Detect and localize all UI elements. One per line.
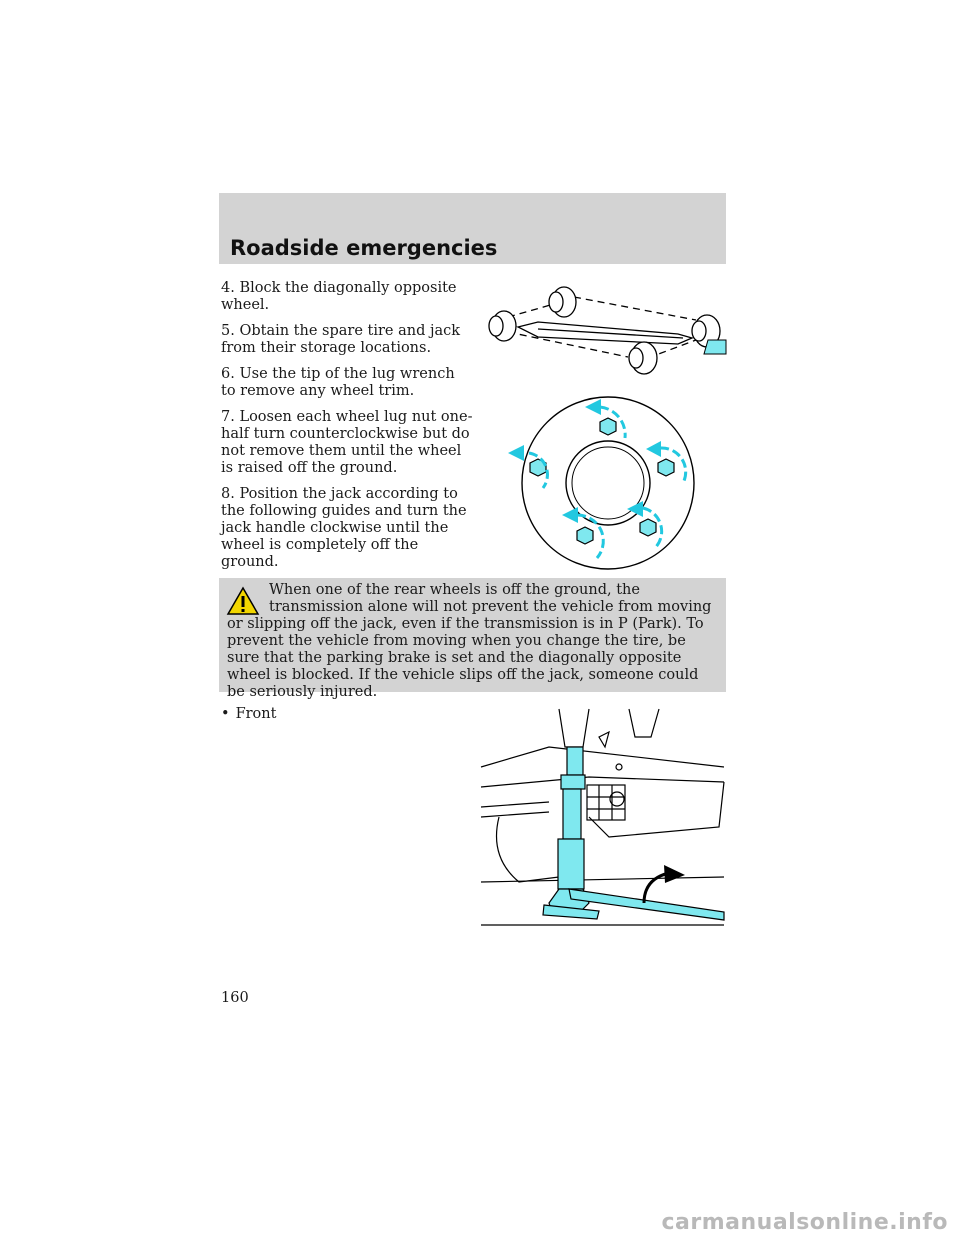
section-title: Roadside emergencies xyxy=(230,236,498,260)
bullet-label: Front xyxy=(235,706,277,722)
step-8: 8. Position the jack according to the fo… xyxy=(221,486,467,570)
step-5: 5. Obtain the spare tire and jack from t… xyxy=(221,323,461,356)
warning-text: When one of the rear wheels is off the g… xyxy=(227,582,712,700)
step-7: 7. Loosen each wheel lug nut one-half tu… xyxy=(221,409,473,476)
page-number: 160 xyxy=(221,990,249,1006)
wheel-block-chock xyxy=(703,339,727,355)
warning-box: When one of the rear wheels is off the g… xyxy=(219,578,726,700)
bullet-marker: • xyxy=(221,706,230,722)
front-jack-placement-figure xyxy=(480,708,725,926)
instruction-steps: 4. Block the diagonally opposite wheel. … xyxy=(221,280,473,580)
warning-triangle-icon xyxy=(226,586,260,615)
section-header: Roadside emergencies xyxy=(219,193,726,264)
site-watermark: carmanualsonline.info xyxy=(661,1210,948,1235)
step-4: 4. Block the diagonally opposite wheel. xyxy=(221,280,457,313)
lug-nut-loosening-figure xyxy=(508,396,695,570)
step-6: 6. Use the tip of the lug wrench to remo… xyxy=(221,366,455,399)
bullet-item-front: • Front xyxy=(221,706,276,722)
chassis-wheel-block-figure xyxy=(488,286,727,375)
